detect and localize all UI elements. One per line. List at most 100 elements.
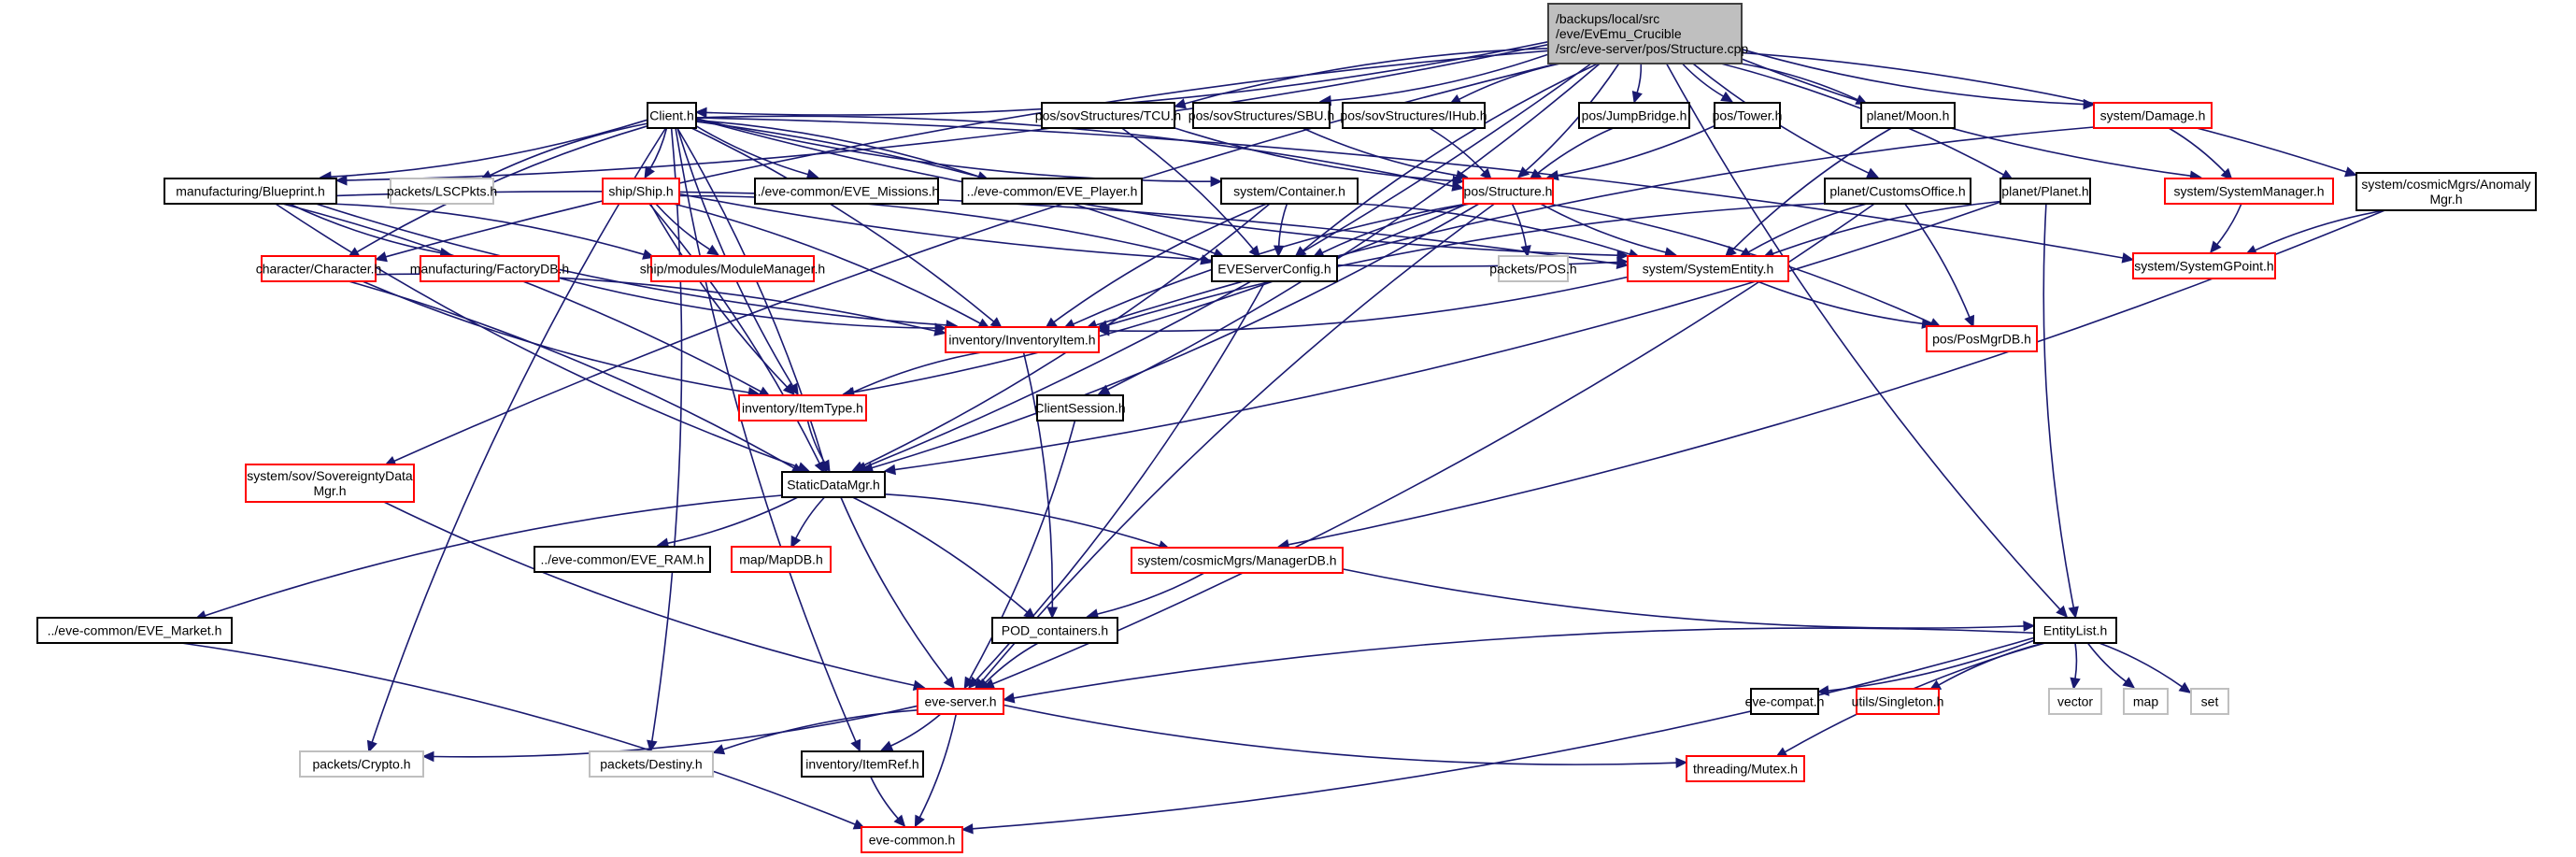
node-blueprint[interactable]: manufacturing/Blueprint.h <box>164 178 337 205</box>
node-tcu[interactable]: pos/sovStructures/TCU.h <box>1035 102 1181 129</box>
node-box <box>1131 547 1344 574</box>
arrowhead-icon <box>1046 607 1059 620</box>
node-mutex[interactable]: threading/Mutex.h <box>1686 755 1805 782</box>
arrowhead-icon <box>644 165 655 179</box>
arrowhead-icon <box>934 322 947 334</box>
node-label: system/cosmicMgrs/ManagerDB.h <box>1137 553 1336 568</box>
node-structure[interactable]: pos/Structure.h <box>1462 178 1554 205</box>
edge-client-to-gpoint <box>695 117 2124 259</box>
arrowhead-icon <box>1520 245 1531 258</box>
edge-planet-to-sysentity <box>1772 200 2001 255</box>
node-label: /backups/local/src <box>1556 11 1659 26</box>
node-modmgr[interactable]: ship/modules/ModuleManager.h <box>640 255 825 282</box>
node-vector: vector <box>2048 688 2102 715</box>
node-singleton[interactable]: utils/Singleton.h <box>1852 688 1944 715</box>
edge-client-to-everconfig <box>695 121 1216 255</box>
node-box <box>861 826 963 853</box>
node-tower[interactable]: pos/Tower.h <box>1713 102 1783 129</box>
arrowhead-icon <box>2210 240 2222 254</box>
node-box <box>1547 3 1743 64</box>
edge-eveserver-to-crypto <box>433 705 918 758</box>
edge-structure-to-sysentity <box>1540 203 1667 253</box>
node-label: pos/sovStructures/TCU.h <box>1035 108 1181 123</box>
node-ihub[interactable]: pos/sovStructures/IHub.h <box>1340 102 1487 129</box>
node-label: map <box>2133 694 2158 709</box>
node-label: system/Container.h <box>1233 184 1345 199</box>
edge-client-to-lscpkts <box>490 122 648 177</box>
node-moon[interactable]: planet/Moon.h <box>1860 102 1956 129</box>
node-label: EVEServerConfig.h <box>1217 262 1331 277</box>
node-label: ../eve-common/EVE_RAM.h <box>540 552 704 567</box>
edge-container-to-sysentity <box>1357 203 1630 255</box>
node-box <box>781 471 886 498</box>
node-everconfig[interactable]: EVEServerConfig.h <box>1211 255 1338 282</box>
node-damage[interactable]: system/Damage.h <box>2093 102 2213 129</box>
arrowhead-icon <box>1002 693 1016 704</box>
edge-structure-to-staticdata <box>871 203 1480 469</box>
node-label: vector <box>2057 694 2093 709</box>
node-label: inventory/ItemType.h <box>742 401 863 416</box>
node-sbu[interactable]: pos/sovStructures/SBU.h <box>1188 102 1334 129</box>
node-planet[interactable]: planet/Planet.h <box>2000 178 2091 205</box>
node-evecommon[interactable]: eve-common.h <box>861 826 963 853</box>
node-box <box>1462 178 1554 205</box>
arrowhead-icon <box>2178 681 2192 693</box>
node-root[interactable]: /backups/local/src/eve/EvEmu_Crucible/sr… <box>1547 3 1748 64</box>
edge-sysmgr-to-gpoint <box>2216 203 2242 246</box>
arrowhead-icon <box>1616 256 1630 268</box>
node-mapdb[interactable]: map/MapDB.h <box>731 546 832 573</box>
node-staticdata[interactable]: StaticDataMgr.h <box>781 471 886 498</box>
node-customs[interactable]: planet/CustomsOffice.h <box>1824 178 1971 205</box>
edge-entitylist-to-vector <box>2074 642 2078 679</box>
node-box <box>2190 688 2229 715</box>
edge-invitem-to-itemtype <box>852 351 982 393</box>
edge-sysentity-to-invitem <box>1108 276 1629 333</box>
arrowhead-icon <box>782 382 795 395</box>
arrowhead-icon <box>851 461 865 472</box>
node-player[interactable]: ../eve-common/EVE_Player.h <box>961 178 1143 205</box>
node-label: StaticDataMgr.h <box>787 478 880 493</box>
edge-sysentity-to-posmgrdb <box>1757 280 1923 325</box>
node-box <box>36 617 233 644</box>
node-everam[interactable]: ../eve-common/EVE_RAM.h <box>534 546 711 573</box>
node-evecompat[interactable]: eve-compat.h <box>1745 688 1825 715</box>
node-label: POD_containers.h <box>1002 623 1108 638</box>
node-entitylist[interactable]: EntityList.h <box>2033 617 2117 644</box>
node-invitem[interactable]: inventory/InventoryItem.h <box>945 326 1100 353</box>
node-podcont[interactable]: POD_containers.h <box>991 617 1118 644</box>
node-box <box>2355 172 2537 211</box>
node-jumpbridge[interactable]: pos/JumpBridge.h <box>1578 102 1690 129</box>
node-sysentity[interactable]: system/SystemEntity.h <box>1627 255 1789 282</box>
node-eveserver[interactable]: eve-server.h <box>917 688 1004 715</box>
node-factorydb[interactable]: manufacturing/FactoryDB.h <box>410 255 569 282</box>
edge-customs-to-posmgrdb <box>1904 203 1971 318</box>
node-managerdb[interactable]: system/cosmicMgrs/ManagerDB.h <box>1131 547 1344 574</box>
node-itemref[interactable]: inventory/ItemRef.h <box>801 750 924 778</box>
node-label: packets/POS.h <box>1489 262 1576 277</box>
node-character[interactable]: character/Character.h <box>256 255 382 282</box>
node-missions[interactable]: ../eve-common/EVE_Missions.h <box>754 178 939 205</box>
node-pos: packets/POS.h <box>1489 255 1577 282</box>
edge-structure-to-everconfig <box>1321 203 1471 254</box>
node-container[interactable]: system/Container.h <box>1220 178 1359 205</box>
node-ship[interactable]: ship/Ship.h <box>602 178 680 205</box>
node-gpoint[interactable]: system/SystemGPoint.h <box>2132 252 2276 279</box>
node-posmgrdb[interactable]: pos/PosMgrDB.h <box>1926 325 2038 352</box>
edge-managerdb-to-podcont <box>1097 572 1205 615</box>
node-box <box>261 255 377 282</box>
node-clientsession[interactable]: ClientSession.h <box>1034 394 1126 421</box>
node-box <box>164 178 337 205</box>
edge-planet-to-staticdata <box>894 201 2001 471</box>
node-sysmgr[interactable]: system/SystemManager.h <box>2164 178 2334 205</box>
edge-structure-to-invitem <box>1073 203 1467 325</box>
node-box <box>2093 102 2213 129</box>
node-market[interactable]: ../eve-common/EVE_Market.h <box>36 617 233 644</box>
edge-factorydb-to-invitem <box>558 277 936 329</box>
node-itemtype[interactable]: inventory/ItemType.h <box>738 394 867 421</box>
arrowhead-icon <box>366 739 377 753</box>
arrowhead-icon <box>1724 245 1737 258</box>
node-lscpkts: packets/LSCPkts.h <box>387 178 497 205</box>
node-client[interactable]: Client.h <box>647 102 697 129</box>
